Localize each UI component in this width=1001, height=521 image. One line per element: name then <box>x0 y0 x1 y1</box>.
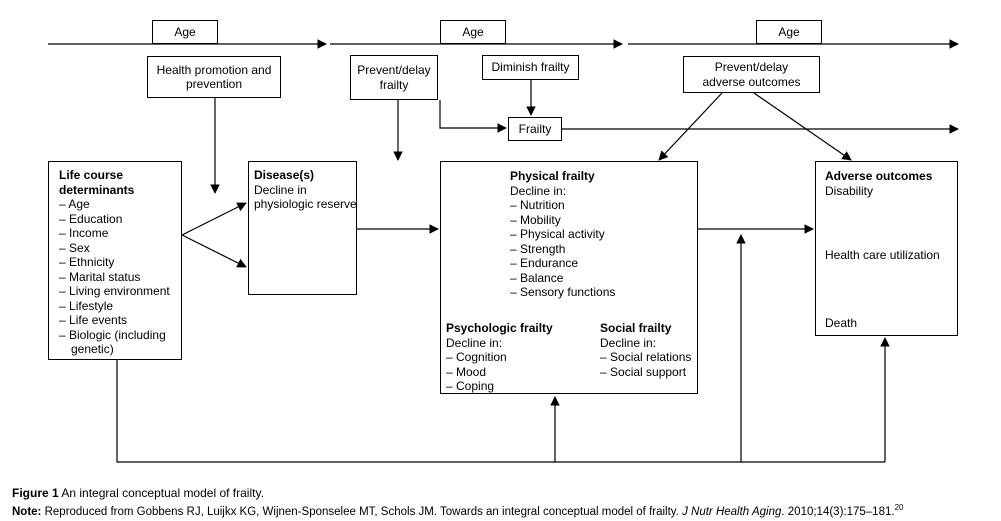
note-caption: Note: Reproduced from Gobbens RJ, Luijkx… <box>12 503 903 518</box>
list-item: Balance <box>510 271 615 286</box>
social-frailty-list: Social relations Social support <box>600 350 691 379</box>
life-to-disease-arrow-bottom <box>181 234 247 268</box>
frailty-components-box: Physical frailty Decline in: Nutrition M… <box>440 161 698 394</box>
list-item: Sensory functions <box>510 285 615 300</box>
diminish-frailty-box: Diminish frailty <box>482 55 579 80</box>
list-item: Living environment <box>59 284 181 299</box>
list-item: Mood <box>446 365 553 380</box>
list-item: Social support <box>600 365 691 380</box>
list-item: Social relations <box>600 350 691 365</box>
psychologic-frailty-block: Psychologic frailty Decline in: Cognitio… <box>446 321 553 394</box>
note-text: Reproduced from Gobbens RJ, Luijkx KG, W… <box>44 505 679 518</box>
frailty-entry-arrow <box>439 100 507 133</box>
figure-caption: Figure 1 An integral conceptual model of… <box>12 486 264 500</box>
list-item: Strength <box>510 242 615 257</box>
list-item: Ethnicity <box>59 255 181 270</box>
physical-frailty-subtitle: Decline in: <box>510 183 567 198</box>
physical-frailty-block: Physical frailty Decline in: Nutrition M… <box>510 169 615 300</box>
physical-frailty-title: Physical frailty <box>510 169 595 183</box>
psychologic-frailty-title: Psychologic frailty <box>446 321 553 335</box>
life-course-list: Age Education Income Sex Ethnicity Marit… <box>59 197 181 357</box>
list-item: Life events <box>59 313 181 328</box>
citation-text: . 2010;14(3):175–181. <box>781 505 895 518</box>
feedback-loop-line <box>116 360 885 463</box>
list-item: Biologic (including genetic) <box>59 328 189 357</box>
list-item: Lifestyle <box>59 299 181 314</box>
life-course-title: Life course determinants <box>59 168 135 197</box>
disease-title: Disease(s) <box>254 168 315 182</box>
social-frailty-block: Social frailty Decline in: Social relati… <box>600 321 691 379</box>
life-course-box: Life course determinants Age Education I… <box>48 161 182 360</box>
list-item: Nutrition <box>510 198 615 213</box>
prevent-adverse-arrow-right <box>753 92 852 161</box>
prevent-adverse-box: Prevent/delay adverse outcomes <box>683 56 820 93</box>
adverse-item-health-care: Health care utilization <box>825 248 940 262</box>
list-item: Physical activity <box>510 227 615 242</box>
list-item: Coping <box>446 379 553 394</box>
adverse-outcomes-box: Adverse outcomes Disability Health care … <box>815 161 958 336</box>
prevent-frailty-box: Prevent/delay frailty <box>350 55 438 100</box>
age-box-1: Age <box>152 20 218 44</box>
list-item: Mobility <box>510 213 615 228</box>
reference-superscript: 20 <box>894 503 904 512</box>
psychologic-frailty-subtitle: Decline in: <box>446 335 503 350</box>
adverse-item-death: Death <box>825 316 858 330</box>
list-item: Age <box>59 197 181 212</box>
list-item: Endurance <box>510 256 615 271</box>
health-promotion-box: Health promotion and prevention <box>147 56 281 98</box>
list-item: Education <box>59 212 181 227</box>
physical-frailty-list: Nutrition Mobility Physical activity Str… <box>510 198 615 300</box>
age-box-2: Age <box>440 20 506 44</box>
disease-box: Disease(s) Decline in physiologic reserv… <box>248 161 357 295</box>
social-frailty-title: Social frailty <box>600 321 672 335</box>
frailty-box: Frailty <box>508 117 562 141</box>
figure-text: An integral conceptual model of frailty. <box>61 486 264 500</box>
figure-label: Figure 1 <box>12 486 59 500</box>
list-item: Cognition <box>446 350 553 365</box>
adverse-outcomes-title: Adverse outcomes <box>825 169 933 183</box>
note-label: Note: <box>12 505 42 518</box>
prevent-adverse-arrow-left <box>658 92 723 161</box>
list-item: Income <box>59 226 181 241</box>
life-to-disease-arrow-top <box>181 202 247 236</box>
list-item: Marital status <box>59 270 181 285</box>
list-item: Sex <box>59 241 181 256</box>
adverse-item-disability: Disability <box>825 184 874 198</box>
psychologic-frailty-list: Cognition Mood Coping <box>446 350 553 394</box>
journal-name: J Nutr Health Aging <box>682 505 782 518</box>
social-frailty-subtitle: Decline in: <box>600 335 657 350</box>
age-box-3: Age <box>756 20 822 44</box>
disease-body: Decline in physiologic reserve <box>254 182 357 212</box>
